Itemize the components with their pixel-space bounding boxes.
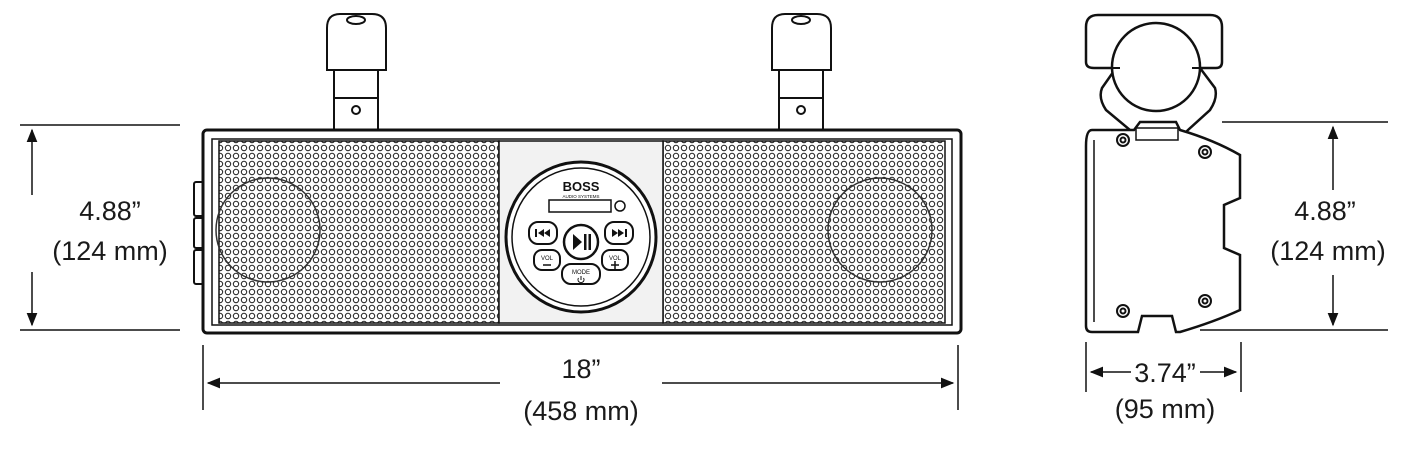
side-depth-dimension <box>1085 342 1242 392</box>
play-pause-icon <box>573 234 591 250</box>
mode-button[interactable]: MODE <box>561 263 601 285</box>
ir-sensor-icon <box>614 200 626 212</box>
front-height-mm: (124 mm) <box>52 236 168 266</box>
front-width-inches: 18” <box>561 354 600 384</box>
side-depth-mm: (95 mm) <box>1115 394 1216 424</box>
side-screws <box>1116 133 1212 318</box>
brand-logo: BOSS <box>563 179 600 194</box>
side-height-inches: 4.88” <box>1294 196 1356 226</box>
mount-clamp-right <box>771 13 832 131</box>
grille-right <box>662 140 946 324</box>
side-enclosure <box>1084 120 1242 334</box>
side-depth-inches: 3.74” <box>1134 358 1196 388</box>
skip-back-icon <box>535 229 550 237</box>
side-clamp-bore <box>1110 21 1202 113</box>
front-height-inches: 4.88” <box>79 196 141 226</box>
volume-up-label: VOL <box>609 256 622 262</box>
volume-down-label: VOL <box>541 256 554 262</box>
mode-label: MODE <box>572 270 590 276</box>
side-height-mm: (124 mm) <box>1270 236 1386 266</box>
front-width-dimension <box>202 345 959 410</box>
grille-left <box>218 140 500 324</box>
volume-up-button[interactable]: VOL <box>601 249 629 271</box>
woofer-outline-right <box>827 177 933 283</box>
side-height-dimension <box>1200 121 1388 331</box>
front-width-mm: (458 mm) <box>523 396 639 426</box>
plus-icon <box>611 261 619 269</box>
front-height-dimension <box>20 124 180 331</box>
power-icon <box>577 276 585 284</box>
skip-forward-icon <box>612 229 627 237</box>
front-view: BOSS AUDIO SYSTEMS <box>20 13 963 426</box>
mount-clamp-left <box>326 13 387 131</box>
play-pause-button[interactable] <box>562 223 600 261</box>
lcd-display <box>548 199 612 213</box>
side-view: 4.88” (124 mm) 3.74” (95 mm) <box>1084 13 1388 424</box>
previous-track-button[interactable] <box>528 221 558 245</box>
next-track-button[interactable] <box>604 221 634 245</box>
brand-subtitle: AUDIO SYSTEMS <box>562 194 599 199</box>
volume-down-button[interactable]: VOL <box>533 249 561 271</box>
woofer-outline-left <box>215 177 321 283</box>
